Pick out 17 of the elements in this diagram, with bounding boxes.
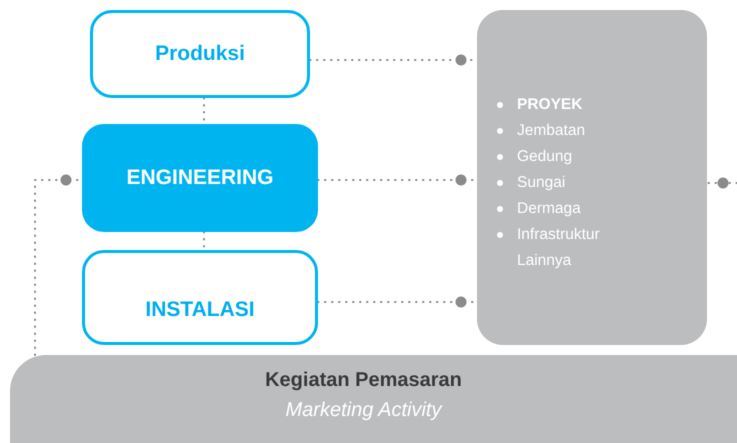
dotted-connector bbox=[706, 178, 737, 188]
list-item: Jembatan bbox=[517, 121, 586, 141]
marketing-band bbox=[10, 355, 737, 443]
list-item: Gedung bbox=[517, 147, 574, 167]
list-heading: PROYEK bbox=[517, 95, 584, 115]
project-panel bbox=[477, 10, 707, 345]
band-title: Kegiatan Pemasaran bbox=[265, 368, 462, 393]
list-item: Sungai bbox=[517, 173, 566, 193]
process-box bbox=[90, 10, 310, 98]
process-box bbox=[82, 250, 318, 345]
list-item: Infrastruktur Lainnya bbox=[517, 225, 601, 271]
box-title: INSTALASI bbox=[145, 298, 255, 322]
box-title: ENGINEERING bbox=[126, 166, 274, 190]
band-subtitle: Marketing Activity bbox=[286, 398, 442, 423]
box-title: Produksi bbox=[155, 42, 245, 66]
list-item: Dermaga bbox=[517, 199, 582, 219]
highlighted-box bbox=[82, 124, 318, 232]
